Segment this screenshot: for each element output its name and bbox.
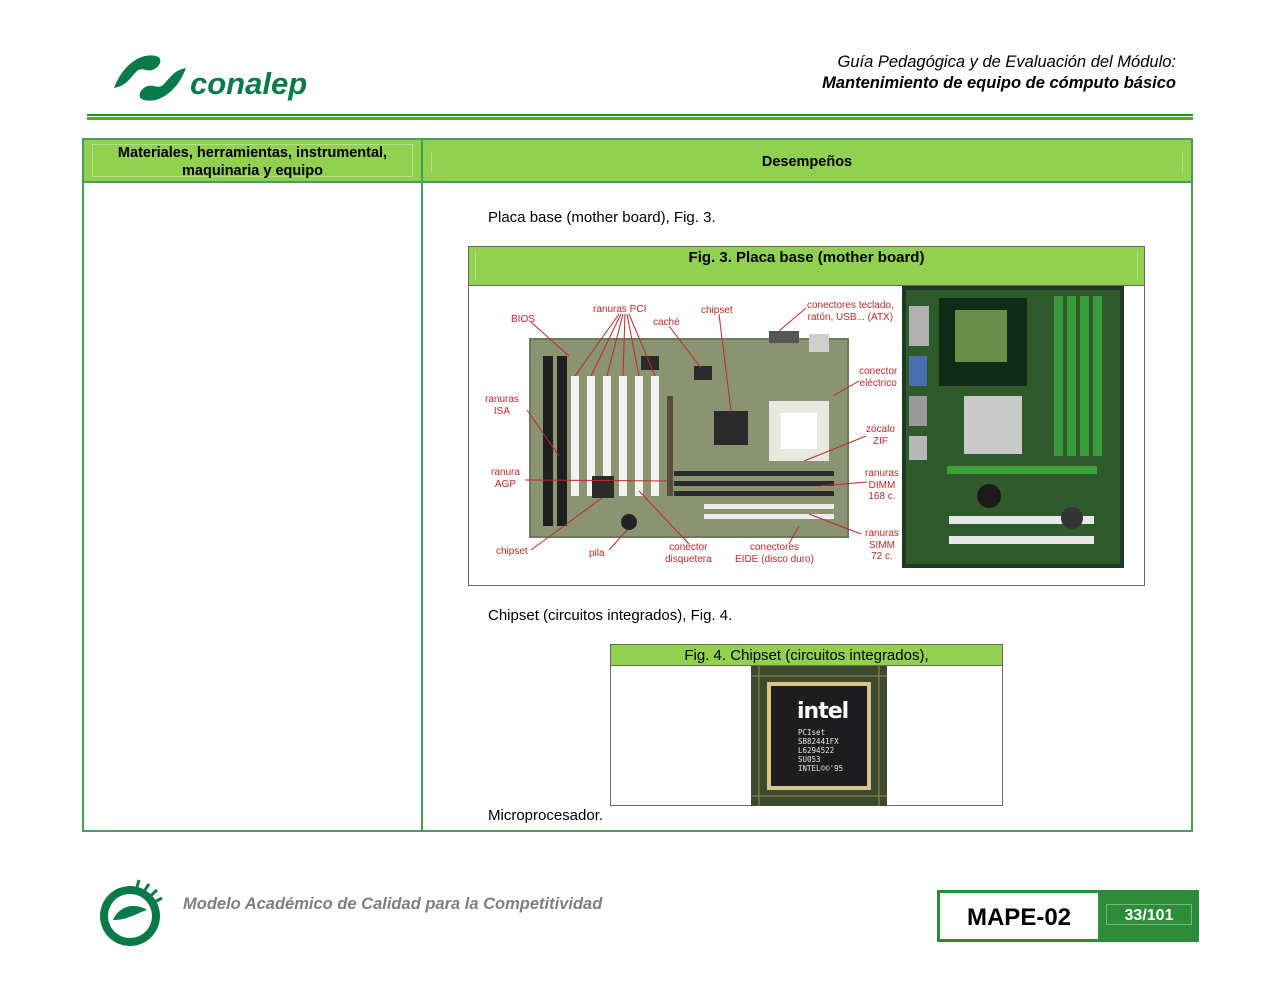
label-pci-slots: ranuras PCI	[593, 304, 647, 315]
label-eide-connectors: conectores EIDE (disco duro)	[735, 542, 814, 565]
figure-3-motherboard: Fig. 3. Placa base (mother board)	[468, 246, 1145, 586]
chip-line-3: L6294522	[798, 746, 835, 755]
label-keyboard-connectors: conectores teclado, ratón, USB... (ATX)	[807, 300, 894, 323]
chip-line-1: PCIset	[798, 728, 826, 737]
page-number-frame	[1106, 904, 1192, 925]
paragraph-chipset: Chipset (circuitos integrados), Fig. 4.	[488, 607, 733, 624]
header-cell-frame	[431, 152, 1183, 173]
paragraph-microprocessor: Microprocesador.	[488, 807, 604, 824]
header-cell-frame	[92, 144, 413, 177]
column-header-materials-text: Materiales, herramientas, instrumental, …	[117, 145, 388, 179]
label-power-connector: conector eléctrico	[859, 366, 898, 389]
content-table: Materiales, herramientas, instrumental, …	[82, 138, 1193, 832]
figure-header-frame	[475, 251, 1138, 281]
materials-cell	[84, 183, 423, 830]
header-title-block: Guía Pedagógica y de Evaluación del Módu…	[822, 52, 1176, 94]
label-battery: pila	[589, 548, 605, 559]
label-chipset-bottom: chipset	[496, 546, 528, 557]
conalep-logo: conalep	[112, 50, 312, 106]
figure-4-chipset: Fig. 4. Chipset (circuitos integrados), …	[610, 644, 1003, 806]
document-code-box: MAPE-02	[937, 890, 1101, 942]
chipset-photo: intel PCIset SB82441FX L6294522 SU053 IN…	[751, 666, 887, 806]
footer-tagline: Modelo Académico de Calidad para la Comp…	[183, 895, 603, 913]
figure-4-title: Fig. 4. Chipset (circuitos integrados),	[684, 647, 929, 664]
figure-3-image: BIOS ranuras PCI caché chipset conectore…	[469, 286, 1144, 585]
label-bios: BIOS	[511, 314, 535, 325]
label-agp-slot: ranura AGP	[491, 467, 520, 490]
figure-3-header: Fig. 3. Placa base (mother board)	[469, 247, 1144, 286]
column-header-performance: Desempeños	[423, 140, 1191, 183]
document-title: Guía Pedagógica y de Evaluación del Módu…	[837, 53, 1176, 71]
document-code: MAPE-02	[966, 904, 1072, 931]
chipset-illustration	[751, 666, 887, 806]
column-header-materials: Materiales, herramientas, instrumental, …	[84, 140, 423, 183]
module-title: Mantenimiento de equipo de cómputo básic…	[822, 74, 1176, 92]
label-zif-socket: zócalo ZIF	[866, 424, 895, 447]
modelo-academico-seal-icon	[100, 879, 163, 946]
chip-line-5: INTEL©©'95	[798, 764, 844, 773]
header-divider	[87, 114, 1193, 116]
label-cache: caché	[653, 317, 680, 328]
modelo-academico-logo	[95, 876, 165, 946]
logo-text: conalep	[190, 66, 308, 101]
label-isa-slots: ranuras ISA	[485, 394, 519, 417]
label-simm-slots: ranuras SIMM 72 c.	[865, 528, 899, 562]
label-dimm-slots: ranuras DIMM 168 c.	[865, 468, 899, 502]
chip-line-2: SB82441FX	[798, 737, 839, 746]
paragraph-motherboard: Placa base (mother board), Fig. 3.	[488, 209, 716, 226]
intel-logo: intel	[797, 699, 849, 724]
chip-line-4: SU053	[798, 755, 821, 764]
figure-3-title: Fig. 3. Placa base (mother board)	[688, 249, 925, 266]
figure-4-header: Fig. 4. Chipset (circuitos integrados),	[611, 645, 1002, 666]
page-number-box: 33/101	[1099, 890, 1199, 942]
motherboard-illustration	[524, 286, 1124, 568]
label-chipset-top: chipset	[701, 305, 733, 316]
page-number: 33/101	[1124, 907, 1174, 924]
header-divider-accent	[87, 117, 1193, 120]
label-floppy-connector: conector disquetera	[665, 542, 712, 565]
column-header-performance-text: Desempeños	[761, 154, 853, 170]
conalep-mark-icon	[114, 55, 186, 101]
